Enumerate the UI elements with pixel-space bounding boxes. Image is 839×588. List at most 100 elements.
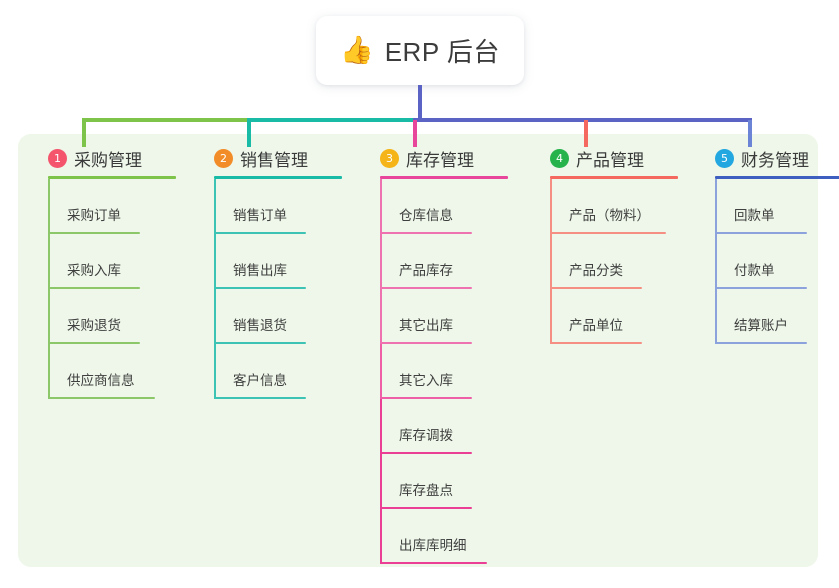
branch-columns: 1 采购管理 采购订单 采购入库 采购退货 xyxy=(0,140,839,570)
branch-rule-2 xyxy=(214,176,342,179)
leaf-rule xyxy=(550,342,642,344)
leaf-spine xyxy=(550,179,552,234)
branch-badge-4: 4 xyxy=(550,148,569,168)
leaf-label: 仓库信息 xyxy=(399,208,453,223)
leaf-label: 产品单位 xyxy=(569,318,623,333)
leaf-spine xyxy=(380,344,382,399)
branch-title-3: 库存管理 xyxy=(406,150,474,170)
list-item[interactable]: 产品（物料） xyxy=(550,179,697,234)
list-item[interactable]: 产品单位 xyxy=(550,289,697,344)
leaf-rule xyxy=(380,397,472,399)
branch-header-5[interactable]: 5 财务管理 xyxy=(697,140,839,176)
leaf-spine xyxy=(380,399,382,454)
branch-title-2: 销售管理 xyxy=(240,150,308,170)
leaf-spine xyxy=(550,289,552,344)
root-node-card[interactable]: 👍 ERP 后台 xyxy=(316,16,524,85)
leaf-label: 产品库存 xyxy=(399,263,453,278)
leaf-rule xyxy=(48,287,140,289)
leaf-rule xyxy=(48,342,140,344)
leaf-label: 供应商信息 xyxy=(67,373,135,388)
list-item[interactable]: 结算账户 xyxy=(715,289,839,344)
list-item[interactable]: 其它入库 xyxy=(380,344,527,399)
leaf-rule xyxy=(214,287,306,289)
branch-rule-4 xyxy=(550,176,678,179)
list-item[interactable]: 销售退货 xyxy=(214,289,361,344)
list-item[interactable]: 客户信息 xyxy=(214,344,361,399)
leaf-rule xyxy=(380,287,472,289)
branch-header-2[interactable]: 2 销售管理 xyxy=(196,140,361,176)
list-item[interactable]: 采购退货 xyxy=(48,289,195,344)
list-item[interactable]: 采购入库 xyxy=(48,234,195,289)
leaf-label: 产品（物料） xyxy=(569,208,650,223)
leaf-rule xyxy=(715,287,807,289)
leaf-spine xyxy=(380,289,382,344)
branch-badge-1: 1 xyxy=(48,148,67,168)
leaf-label: 库存盘点 xyxy=(399,483,453,498)
branch-column-3: 3 库存管理 仓库信息 产品库存 其它出库 xyxy=(362,140,527,564)
list-item[interactable]: 出库库明细 xyxy=(380,509,527,564)
leaf-list-5: 回款单 付款单 结算账户 xyxy=(697,179,839,344)
leaf-rule xyxy=(715,342,807,344)
list-item[interactable]: 仓库信息 xyxy=(380,179,527,234)
leaf-spine xyxy=(715,179,717,234)
leaf-label: 回款单 xyxy=(734,208,775,223)
branch-badge-5: 5 xyxy=(715,148,734,168)
leaf-rule xyxy=(550,287,642,289)
leaf-rule xyxy=(214,397,306,399)
branch-column-1: 1 采购管理 采购订单 采购入库 采购退货 xyxy=(30,140,195,399)
branch-column-2: 2 销售管理 销售订单 销售出库 销售退货 xyxy=(196,140,361,399)
list-item[interactable]: 采购订单 xyxy=(48,179,195,234)
list-item[interactable]: 付款单 xyxy=(715,234,839,289)
leaf-spine xyxy=(214,289,216,344)
branch-title-5: 财务管理 xyxy=(741,150,809,170)
leaf-label: 销售出库 xyxy=(233,263,287,278)
leaf-list-4: 产品（物料） 产品分类 产品单位 xyxy=(532,179,697,344)
leaf-rule xyxy=(214,342,306,344)
leaf-rule xyxy=(48,232,140,234)
leaf-label: 库存调拨 xyxy=(399,428,453,443)
leaf-spine xyxy=(48,344,50,399)
leaf-spine xyxy=(214,344,216,399)
leaf-rule xyxy=(48,397,155,399)
list-item[interactable]: 回款单 xyxy=(715,179,839,234)
branch-header-3[interactable]: 3 库存管理 xyxy=(362,140,527,176)
leaf-spine xyxy=(380,179,382,234)
leaf-list-1: 采购订单 采购入库 采购退货 供应商信息 xyxy=(30,179,195,399)
leaf-label: 结算账户 xyxy=(734,318,788,333)
list-item[interactable]: 产品库存 xyxy=(380,234,527,289)
leaf-label: 销售订单 xyxy=(233,208,287,223)
thumbs-up-icon: 👍 xyxy=(340,35,374,65)
list-item[interactable]: 销售订单 xyxy=(214,179,361,234)
branch-header-1[interactable]: 1 采购管理 xyxy=(30,140,195,176)
leaf-label: 其它入库 xyxy=(399,373,453,388)
list-item[interactable]: 库存调拨 xyxy=(380,399,527,454)
list-item[interactable]: 供应商信息 xyxy=(48,344,195,399)
leaf-rule xyxy=(380,452,472,454)
branch-badge-2: 2 xyxy=(214,148,233,168)
leaf-list-2: 销售订单 销售出库 销售退货 客户信息 xyxy=(196,179,361,399)
leaf-spine xyxy=(380,454,382,509)
leaf-label: 出库库明细 xyxy=(399,538,467,553)
list-item[interactable]: 其它出库 xyxy=(380,289,527,344)
leaf-spine xyxy=(48,179,50,234)
leaf-label: 采购入库 xyxy=(67,263,121,278)
leaf-rule xyxy=(380,232,472,234)
branch-rule-1 xyxy=(48,176,176,179)
leaf-label: 其它出库 xyxy=(399,318,453,333)
branch-column-5: 5 财务管理 回款单 付款单 结算账户 xyxy=(697,140,839,344)
leaf-rule xyxy=(380,507,472,509)
leaf-label: 产品分类 xyxy=(569,263,623,278)
leaf-spine xyxy=(380,509,382,564)
leaf-rule xyxy=(380,342,472,344)
leaf-rule xyxy=(550,232,666,234)
root-node-title: ERP 后台 xyxy=(384,37,500,67)
list-item[interactable]: 库存盘点 xyxy=(380,454,527,509)
leaf-label: 客户信息 xyxy=(233,373,287,388)
list-item[interactable]: 产品分类 xyxy=(550,234,697,289)
branch-header-4[interactable]: 4 产品管理 xyxy=(532,140,697,176)
branch-column-4: 4 产品管理 产品（物料） 产品分类 产品单位 xyxy=(532,140,697,344)
leaf-list-3: 仓库信息 产品库存 其它出库 其它入库 xyxy=(362,179,527,564)
list-item[interactable]: 销售出库 xyxy=(214,234,361,289)
leaf-spine xyxy=(380,234,382,289)
